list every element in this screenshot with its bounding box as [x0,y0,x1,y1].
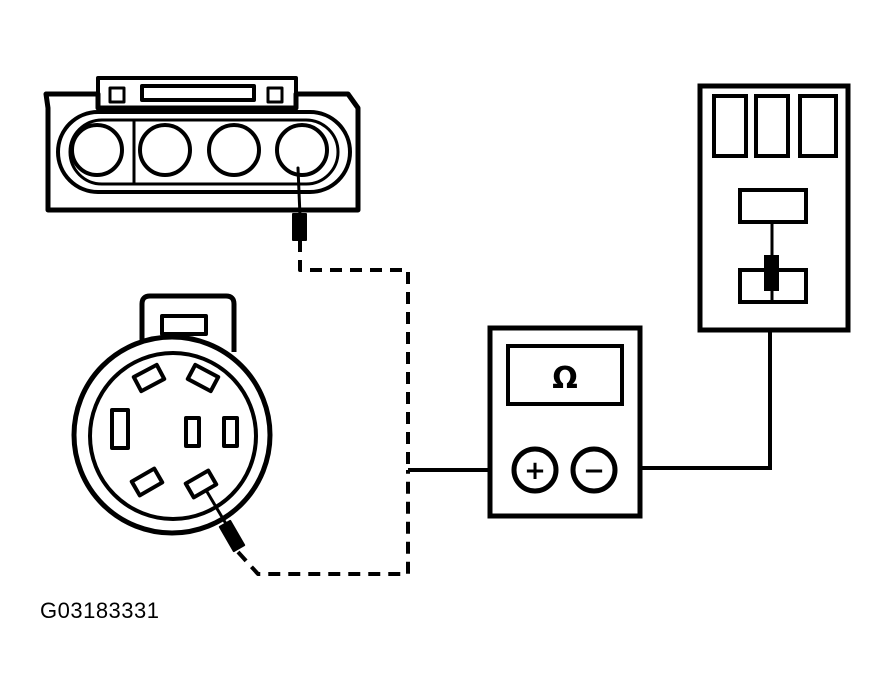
relay-slot-2 [754,94,790,158]
pin-socket-1 [70,123,124,177]
positive-terminal [511,446,559,494]
terminal-lower-left [129,466,165,498]
negative-terminal [570,446,618,494]
terminal-upper-left [131,362,167,394]
four-pin-connector [43,76,361,241]
terminal-upper-right [185,362,221,394]
positive-terminal-label: + [524,456,546,486]
latch-right-window [266,86,284,104]
latch-bar [140,84,256,102]
sensor-probe-tip [218,519,246,553]
relay-block [697,83,851,333]
terminal-left-tall [110,408,130,450]
pin-socket-3 [207,123,261,177]
latch-left-window [108,86,126,104]
terminal-center [184,416,201,448]
top-probe-tip [292,213,307,241]
pin-socket-4 [275,123,329,177]
ohmmeter: Ω + − [487,325,643,519]
ohmmeter-display [506,344,624,406]
dashed-lead-bottom [236,470,410,576]
relay-slot-1 [712,94,748,158]
ohm-symbol: Ω [552,361,578,396]
dashed-lead-top [298,240,410,470]
round-sensor-connector [71,293,273,553]
sensor-tab-slot [160,314,208,336]
pin-socket-2 [138,123,192,177]
relay-upper-cavity [738,188,808,224]
relay-slot-3 [798,94,838,158]
top-probe-wire [296,166,302,218]
relay-probe-tip [764,255,779,291]
connector-cavity-inner [68,118,340,186]
terminal-right [222,416,239,448]
dashed-test-leads [236,240,410,576]
figure-id: G03183331 [40,598,160,623]
negative-terminal-label: − [583,456,605,486]
negative-lead-wire [612,300,772,470]
